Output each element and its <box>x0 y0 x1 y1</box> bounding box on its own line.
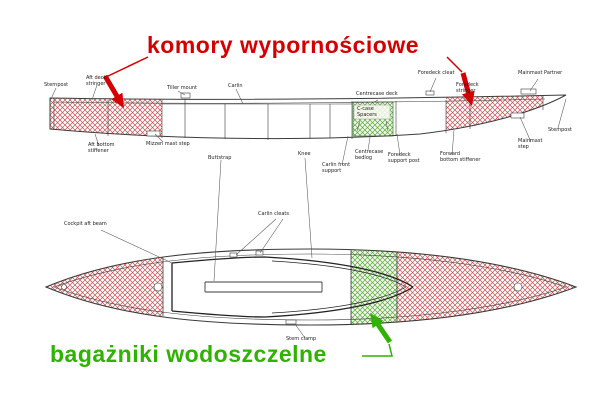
mizzen-step-hole <box>153 282 163 292</box>
label-centrecase-bedlog: Centrecase bedlog <box>355 149 384 161</box>
label-mainmast-step: Mainmast step <box>518 138 543 150</box>
bulkheads-plan <box>162 250 398 324</box>
plan-fittings <box>61 250 523 325</box>
buoyancy-arrow-right <box>460 72 475 106</box>
label-mizzen-mast-step: Mizzen mast step <box>146 141 190 147</box>
label-centrecase-deck: Centrecase deck <box>356 91 398 97</box>
carlin-cleat-part <box>255 250 264 256</box>
spacer-label-box <box>353 104 391 120</box>
buoyancy-chambers-label: komory wypornościowe <box>147 32 420 58</box>
annotation-arrows <box>102 56 475 357</box>
foredeck-cleat-part <box>425 90 435 96</box>
label-carlin: Carlin <box>228 83 243 89</box>
label-foredeck-support-post: Foredeck support post <box>388 152 420 164</box>
label-knee: Knee <box>298 151 311 157</box>
frames-and-bulkheads-side <box>53 96 546 140</box>
label-carlin-cleats: Carlin cleats <box>258 211 289 217</box>
side-view-drawing <box>49 88 567 140</box>
hull-outline-plan <box>44 248 578 326</box>
storage-arrow <box>370 313 393 344</box>
buoyancy-callout-line-right <box>446 56 463 73</box>
buttstrap-rails <box>204 281 323 293</box>
sternpost-ring <box>61 284 67 290</box>
foredeck-arch-inner <box>271 260 407 314</box>
label-buttstrap: Buttstrap <box>208 155 232 161</box>
buoyancy-arrow-left <box>102 74 124 108</box>
label-aft-deck-stringer: Aft deck stringer <box>86 75 107 87</box>
stern-clamp-part <box>285 319 297 325</box>
label-forward-bottom-stiffener: Forward bottom stiffener <box>440 151 481 163</box>
label-foredeck-cleat: Foredeck cleat <box>418 70 455 76</box>
plan-view-drawing <box>44 248 578 326</box>
label-cockpit-aft-beam: Cockpit aft beam <box>64 221 107 227</box>
label-tiller-mount: Tiller mount <box>167 85 198 91</box>
storage-callout-line <box>362 343 393 357</box>
label-stern-clamp: Stern clamp <box>286 336 317 342</box>
storage-region-plan <box>351 249 397 325</box>
label-ccase-spacers: C-case Spacers <box>357 106 377 118</box>
buoyancy-region-fore-plan <box>397 249 576 325</box>
label-foredeck-stringer: Foredeck stringer <box>456 82 479 94</box>
label-carlin-front-support: Carlin front support <box>322 162 351 174</box>
mainmast-step-part <box>510 112 525 119</box>
label-mainmast-partner: Mainmast Partner <box>518 70 563 76</box>
fittings-side <box>146 88 537 137</box>
label-stempost: Stempost <box>548 127 572 133</box>
buoyancy-callout-line-left <box>105 56 149 78</box>
label-sternpost: Sternpost <box>44 82 69 88</box>
inwale-line-plan <box>53 253 567 321</box>
label-aft-bottom-stiffener: Aft bottom stiffener <box>88 142 115 154</box>
watertight-storage-label: bagażniki wodoszczelne <box>50 341 327 367</box>
carlin-cleat-part <box>229 252 238 258</box>
carlin-and-foredeck-arch <box>171 256 414 318</box>
mainmast-step-hole <box>513 282 523 292</box>
tiller-mount-part <box>180 92 191 99</box>
label-leader-lines <box>50 77 567 339</box>
mainmast-partner-part <box>520 88 537 95</box>
mizzen-mast-step-part <box>146 130 161 137</box>
